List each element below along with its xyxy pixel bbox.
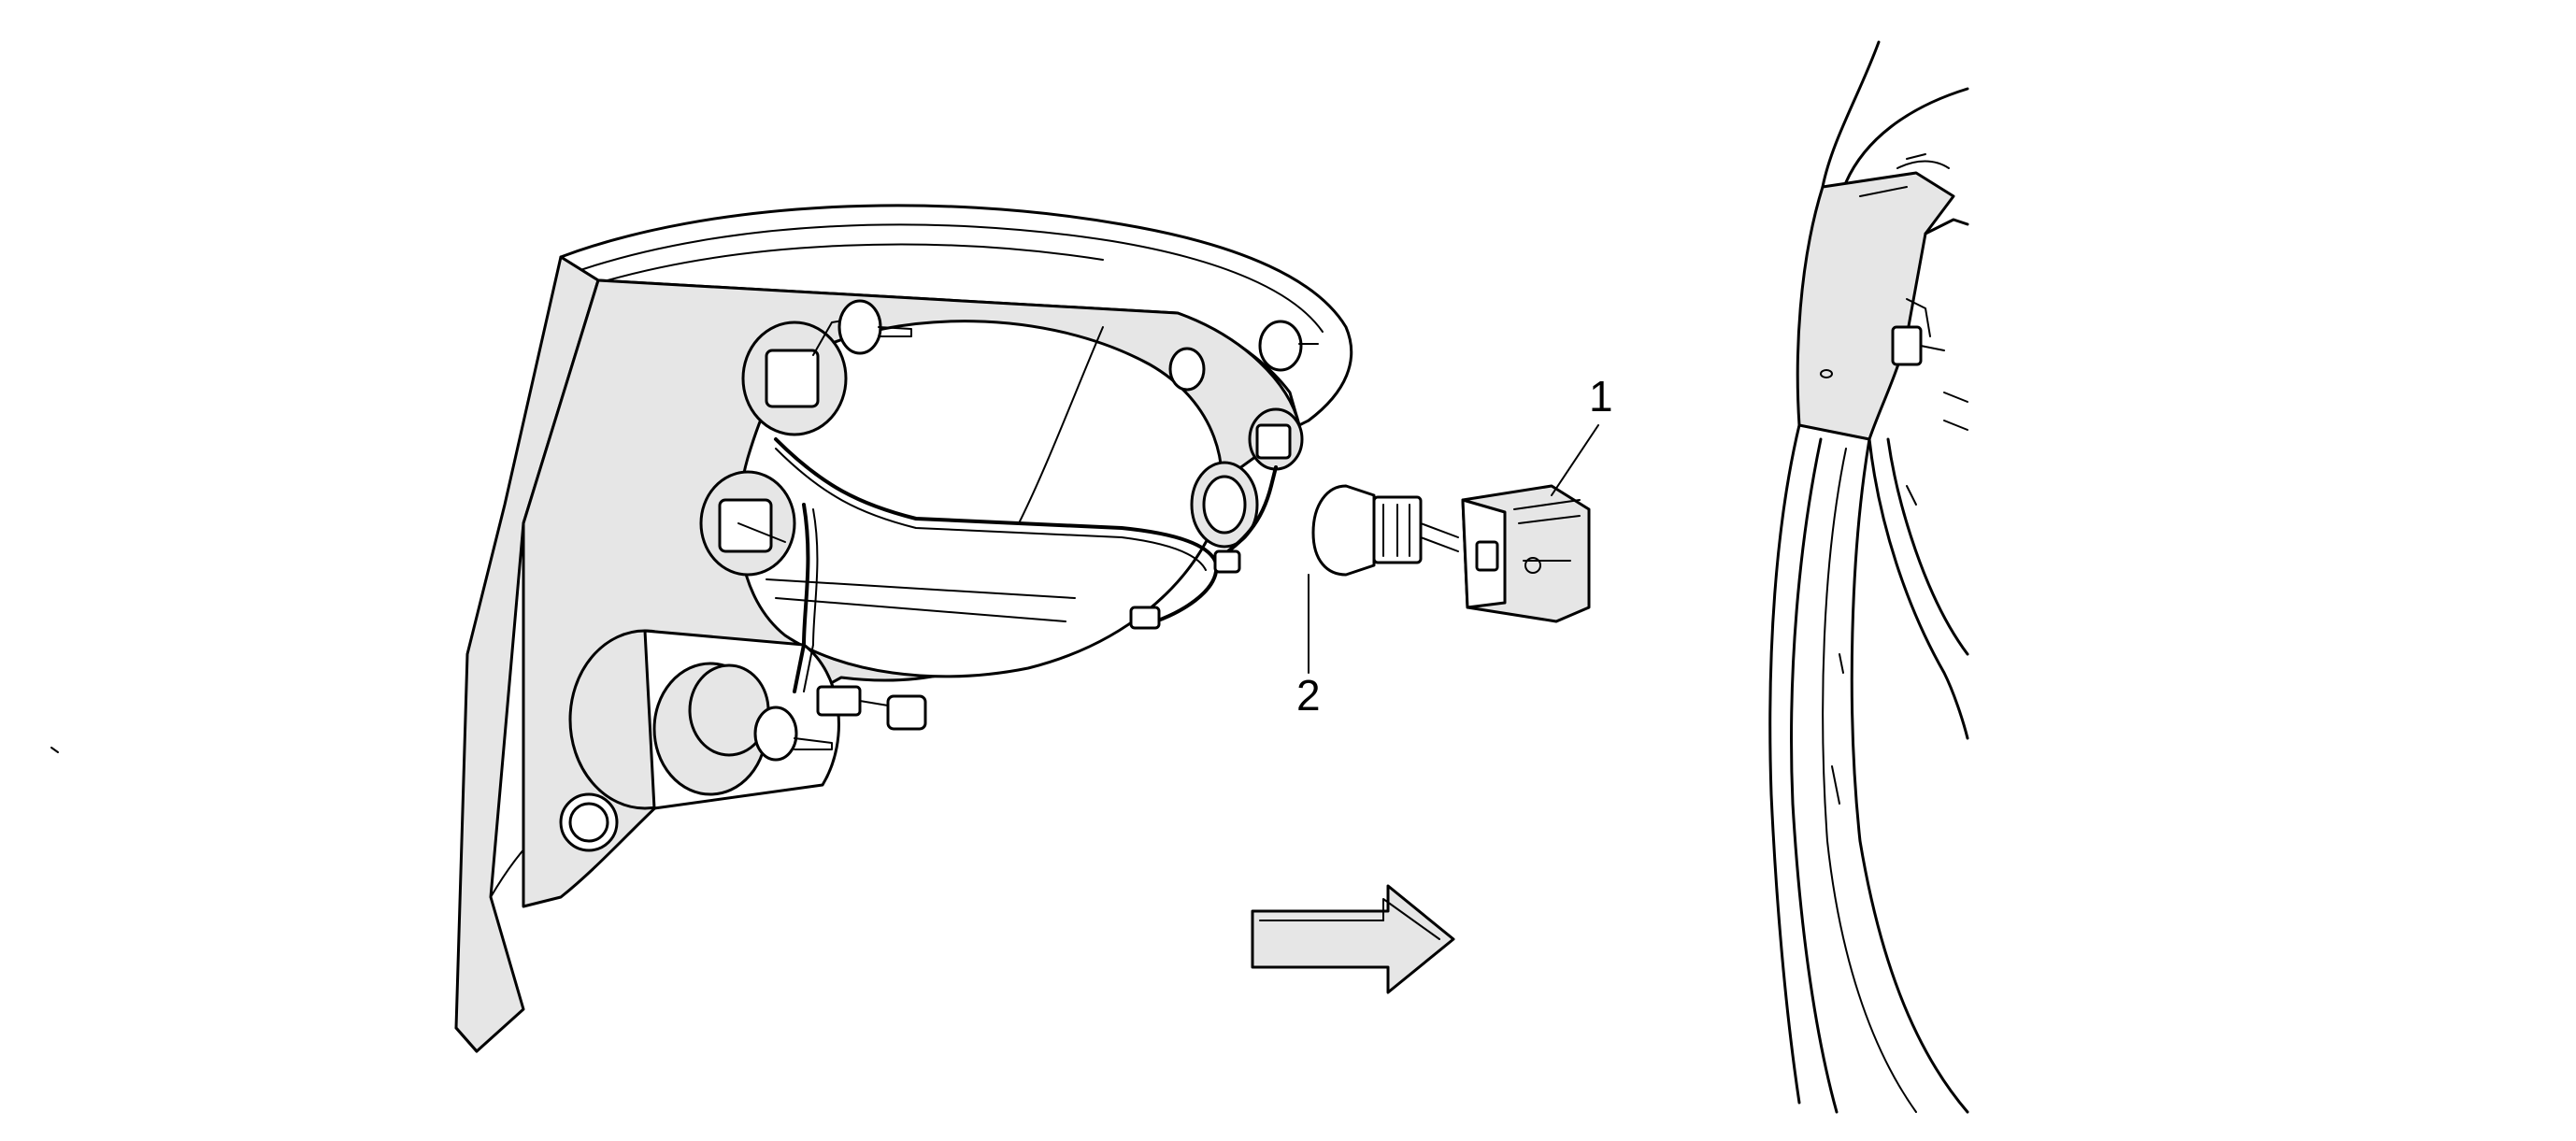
callout-2: 2 [1296, 671, 1321, 720]
middle-left-socket [699, 470, 796, 577]
vehicle-locator-view [1768, 40, 1969, 1114]
lower-socket [688, 663, 927, 762]
bulb-2 [1311, 484, 1459, 577]
stop-lamp-socket-opening [1168, 320, 1319, 549]
tail-lamp-assembly [454, 204, 1353, 1053]
direction-arrow [1251, 884, 1455, 994]
lamp-lens-outer [559, 204, 1353, 427]
leader-line-1 [1551, 424, 1599, 496]
wiring-harness [774, 437, 1278, 693]
stray-mark [50, 747, 59, 753]
callout-1: 1 [1589, 372, 1613, 421]
socket-1 [1461, 484, 1591, 623]
lamp-outline-vehicle [1796, 171, 1955, 441]
upper-left-socket [741, 299, 912, 436]
